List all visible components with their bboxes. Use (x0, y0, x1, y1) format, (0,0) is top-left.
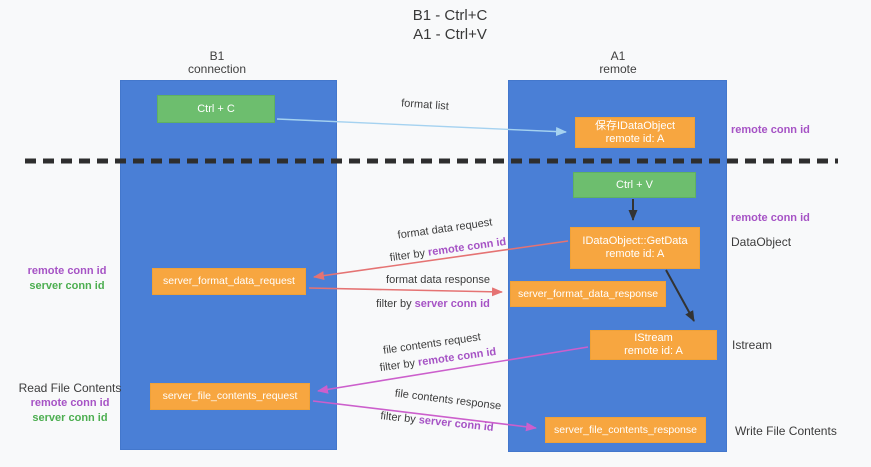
ctrl-c-label: Ctrl + C (197, 102, 235, 115)
left-conn-id-block: remote conn id server conn id (12, 264, 122, 294)
save-idataobject-line1: 保存IDataObject (594, 119, 676, 132)
lifeline-b1-name: B1 (209, 49, 225, 63)
file-contents-response-label: file contents response (394, 387, 502, 413)
lifeline-b1-role: connection (187, 62, 247, 76)
getdata-line2: remote id: A (605, 248, 665, 260)
server-conn-id-label-left: server conn id (29, 280, 105, 292)
write-file-contents-label: Write File Contents (735, 424, 837, 438)
remote-conn-id-text: remote conn id (427, 235, 507, 259)
ctrl-v-label: Ctrl + V (616, 178, 653, 191)
server-file-contents-request-box: server_file_contents_request (150, 383, 310, 410)
remote-conn-id-label-left: remote conn id (27, 265, 107, 277)
remote-conn-id-label-top: remote conn id (731, 124, 810, 136)
idataobject-getdata-box: IDataObject::GetData remote id: A (570, 227, 700, 269)
server-conn-id-text: server conn id (418, 414, 495, 434)
server-format-data-request-label: server_format_data_request (163, 275, 295, 287)
filter-by-text: filter by (379, 357, 416, 375)
filter-by-text: filter by (389, 247, 426, 265)
getdata-line1: IDataObject::GetData (582, 235, 688, 247)
istream-box: IStream remote id: A (590, 330, 717, 360)
save-idataobject-box: 保存IDataObject remote id: A (575, 117, 695, 148)
title-line-2: A1 - Ctrl+V (413, 26, 487, 43)
istream-side-label: Istream (732, 338, 773, 352)
server-conn-id-label-bottom: server conn id (32, 412, 108, 424)
format-data-response-label: format data response (386, 274, 490, 286)
server-file-contents-request-label: server_file_contents_request (162, 390, 298, 402)
server-conn-id-text: server conn id (414, 298, 490, 310)
filter-by-server-conn-id-label-2: filter by server conn id (367, 409, 507, 436)
istream-line1: IStream (634, 332, 673, 344)
save-idataobject-line2: remote id: A (605, 132, 665, 145)
server-format-data-response-label: server_format_data_response (517, 287, 659, 300)
filter-by-text: filter by (376, 298, 412, 310)
server-format-data-response-box: server_format_data_response (510, 281, 666, 307)
read-file-contents-label: Read File Contents (18, 381, 122, 395)
ctrl-v-box: Ctrl + V (573, 172, 696, 198)
filter-by-text: filter by (379, 410, 417, 426)
remote-conn-id-label-bottom: remote conn id (30, 397, 110, 409)
arrow-format-data-response (308, 287, 503, 297)
istream-line2: remote id: A (624, 345, 683, 357)
diagram-title: B1 - Ctrl+C A1 - Ctrl+V (350, 6, 550, 44)
remote-conn-id-label-mid: remote conn id (731, 212, 810, 224)
dataobject-label: DataObject (731, 235, 792, 249)
server-file-contents-response-label: server_file_contents_response (553, 423, 697, 436)
format-list-label: format list (400, 97, 450, 113)
filter-by-server-conn-id-label-1: filter by server conn id (368, 298, 498, 310)
title-line-1: B1 - Ctrl+C (412, 7, 488, 24)
server-file-contents-response-box: server_file_contents_response (545, 417, 706, 443)
ctrl-c-box: Ctrl + C (157, 95, 275, 123)
read-file-contents-block: Read File Contents remote conn id server… (12, 381, 128, 426)
lifeline-header-b1: B1 connection (157, 50, 277, 76)
lifeline-a1-name: A1 (610, 49, 626, 63)
lifeline-a1-role: remote (599, 62, 637, 76)
lifeline-header-a1: A1 remote (558, 50, 678, 76)
server-format-data-request-box: server_format_data_request (152, 268, 306, 295)
